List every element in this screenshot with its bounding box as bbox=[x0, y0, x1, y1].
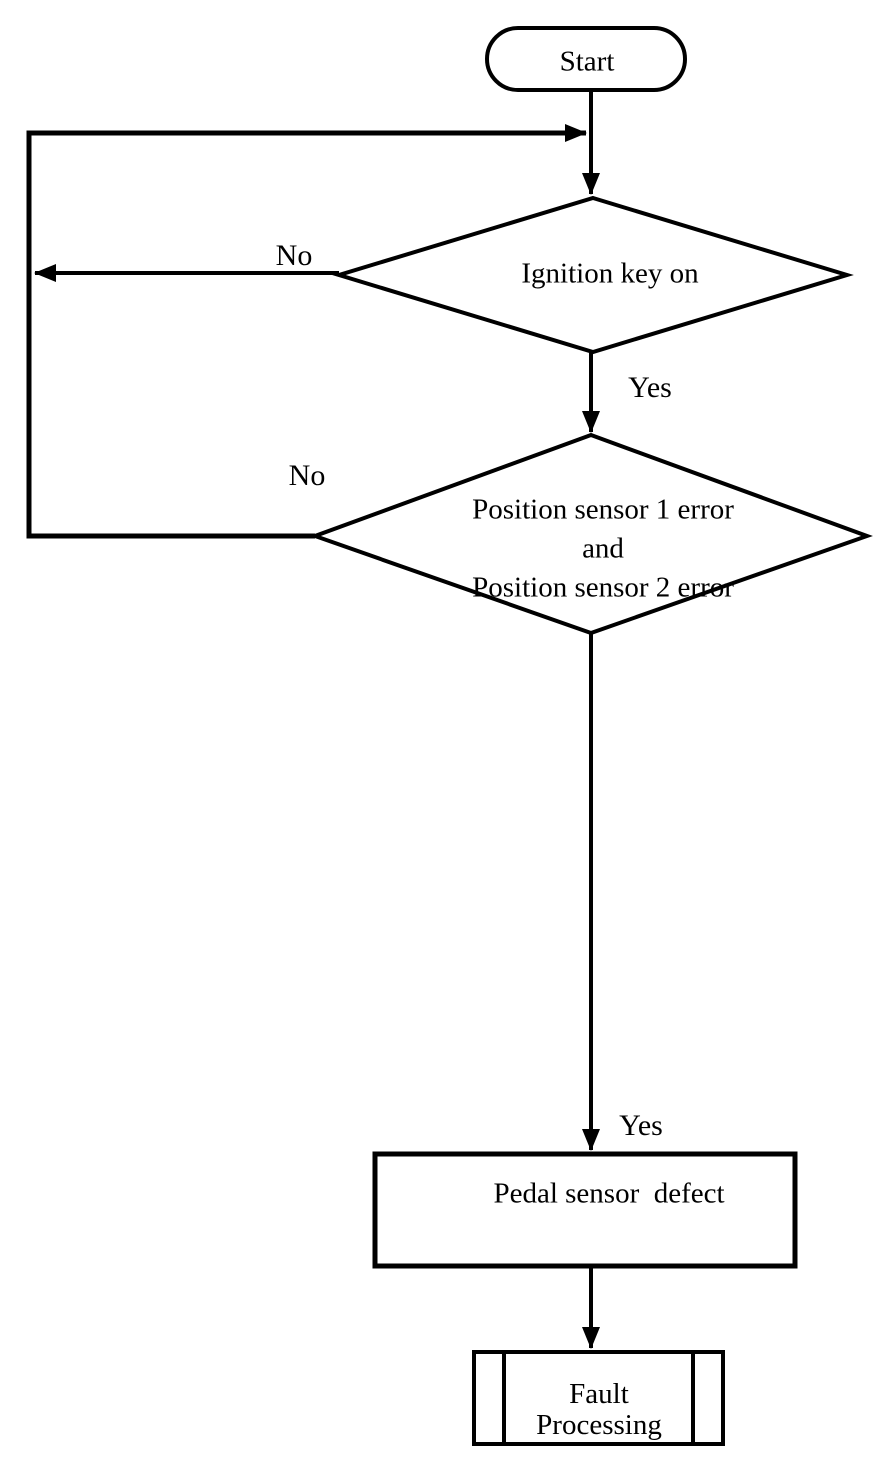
position-decision-line-2: and bbox=[582, 532, 624, 565]
start-node-shape bbox=[485, 26, 687, 92]
fault-processing-line-2: Processing bbox=[536, 1409, 662, 1441]
position-decision-line-3: Position sensor 2 error bbox=[472, 571, 734, 604]
ignition-yes-label: Yes bbox=[628, 371, 672, 404]
ignition-no-label: No bbox=[275, 239, 313, 272]
edge-feedback-loop bbox=[26, 124, 587, 539]
pedal-defect-shape bbox=[372, 1151, 798, 1269]
position-decision-label: Position sensor 1 error and Position sen… bbox=[472, 491, 734, 608]
fault-processing-shape bbox=[472, 1350, 725, 1446]
position-decision-line-1: Position sensor 1 error bbox=[472, 493, 734, 526]
position-decision-shape bbox=[309, 432, 873, 636]
position-no-label: No bbox=[288, 459, 326, 492]
position-yes-label: Yes bbox=[619, 1109, 663, 1142]
fault-processing-line-1: Fault bbox=[569, 1378, 629, 1410]
start-node-label: Start bbox=[559, 45, 615, 78]
ignition-decision-label: Ignition key on bbox=[521, 257, 699, 290]
pedal-defect-label: Pedal sensor defect bbox=[493, 1177, 725, 1210]
fault-processing-label: Fault Processing bbox=[536, 1379, 662, 1441]
ignition-decision-shape bbox=[332, 195, 854, 355]
